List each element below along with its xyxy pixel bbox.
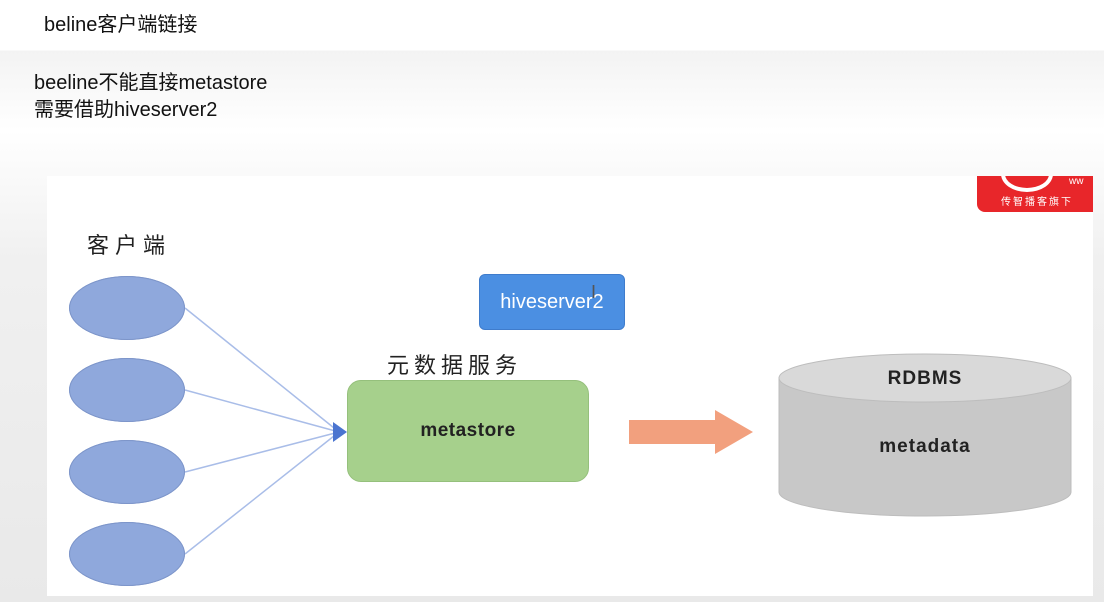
badge-mark: ww xyxy=(1069,176,1084,187)
badge-text: 传智播客旗下 xyxy=(1001,197,1073,208)
client-label: 客户端 xyxy=(87,234,172,259)
watermark-badge: ww 传智播客旗下 xyxy=(977,176,1093,212)
db-title: RDBMS xyxy=(887,368,963,389)
connector-line-4 xyxy=(184,431,340,555)
note-line-2: 需要借助hiveserver2 xyxy=(34,99,218,121)
page-heading: beline客户端链接 xyxy=(44,14,198,36)
client-node-3 xyxy=(69,440,185,504)
architecture-diagram: ww 传智播客旗下 客户端 hiveserver2 I 元数据服务 metast… xyxy=(47,176,1093,596)
notes: beeline不能直接metastore 需要借助hiveserver2 xyxy=(34,70,267,124)
database-cylinder-icon xyxy=(778,353,1072,517)
hiveserver2-box: hiveserver2 xyxy=(479,274,625,330)
client-node-2 xyxy=(69,358,185,422)
text-cursor-icon: I xyxy=(591,282,597,302)
note-line-1: beeline不能直接metastore xyxy=(34,72,268,94)
metadata-service-label: 元数据服务 xyxy=(387,354,523,379)
metastore-box: metastore xyxy=(347,380,589,482)
db-label: metadata xyxy=(879,436,971,457)
connector-line-1 xyxy=(184,307,340,433)
right-arrow-icon xyxy=(629,410,753,454)
connector-line-2 xyxy=(184,389,340,433)
connector-lines xyxy=(184,307,347,555)
connector-arrowhead-icon xyxy=(333,422,347,442)
client-node-4 xyxy=(69,522,185,586)
client-node-1 xyxy=(69,276,185,340)
connector-line-3 xyxy=(184,431,340,473)
